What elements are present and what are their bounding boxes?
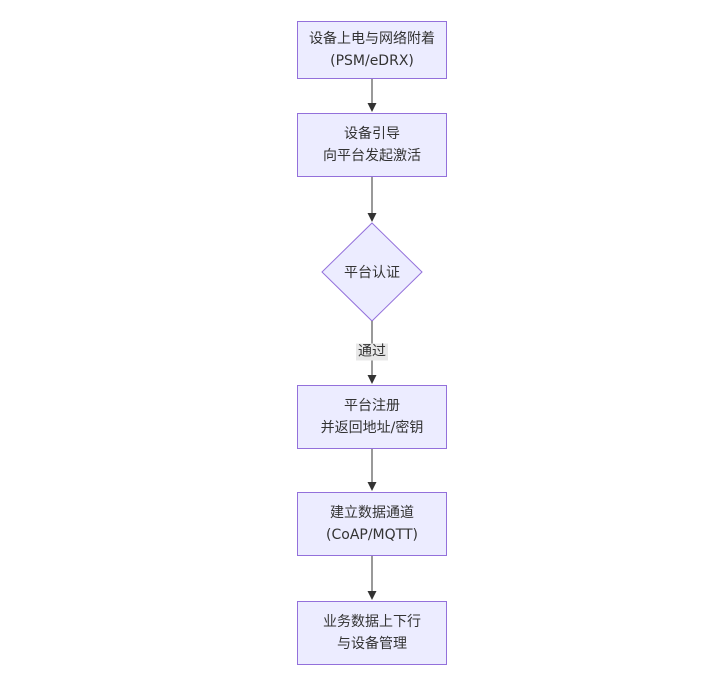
arrowhead-icon (367, 103, 377, 112)
arrowhead-icon (367, 482, 377, 491)
node-text-line: (PSM/eDRX) (330, 53, 414, 69)
node-text-line: 建立数据通道 (330, 505, 414, 521)
node-device-bootstrap-activate: 设备引导 向平台发起激活 (297, 113, 447, 177)
arrowhead-icon (367, 213, 377, 222)
node-platform-auth-label: 平台认证 (344, 265, 400, 281)
node-text-line: 与设备管理 (337, 636, 407, 652)
arrowhead-icon (367, 591, 377, 600)
arrowhead-icon (367, 375, 377, 384)
node-text-line: 设备引导 (344, 126, 400, 142)
node-text-line: 设备上电与网络附着 (309, 31, 435, 47)
node-platform-register: 平台注册 并返回地址/密钥 (297, 385, 447, 449)
node-text-line: 业务数据上下行 (323, 614, 421, 630)
node-text-line: 并返回地址/密钥 (320, 420, 424, 436)
edge-label-pass: 通过 (356, 343, 388, 361)
node-establish-data-channel: 建立数据通道 (CoAP/MQTT) (297, 492, 447, 556)
node-business-data-device-mgmt: 业务数据上下行 与设备管理 (297, 601, 447, 665)
node-text-line: 向平台发起激活 (323, 148, 421, 164)
node-text-line: (CoAP/MQTT) (326, 527, 418, 543)
node-text-line: 平台注册 (344, 398, 400, 414)
node-device-power-network-attach: 设备上电与网络附着 (PSM/eDRX) (297, 21, 447, 79)
